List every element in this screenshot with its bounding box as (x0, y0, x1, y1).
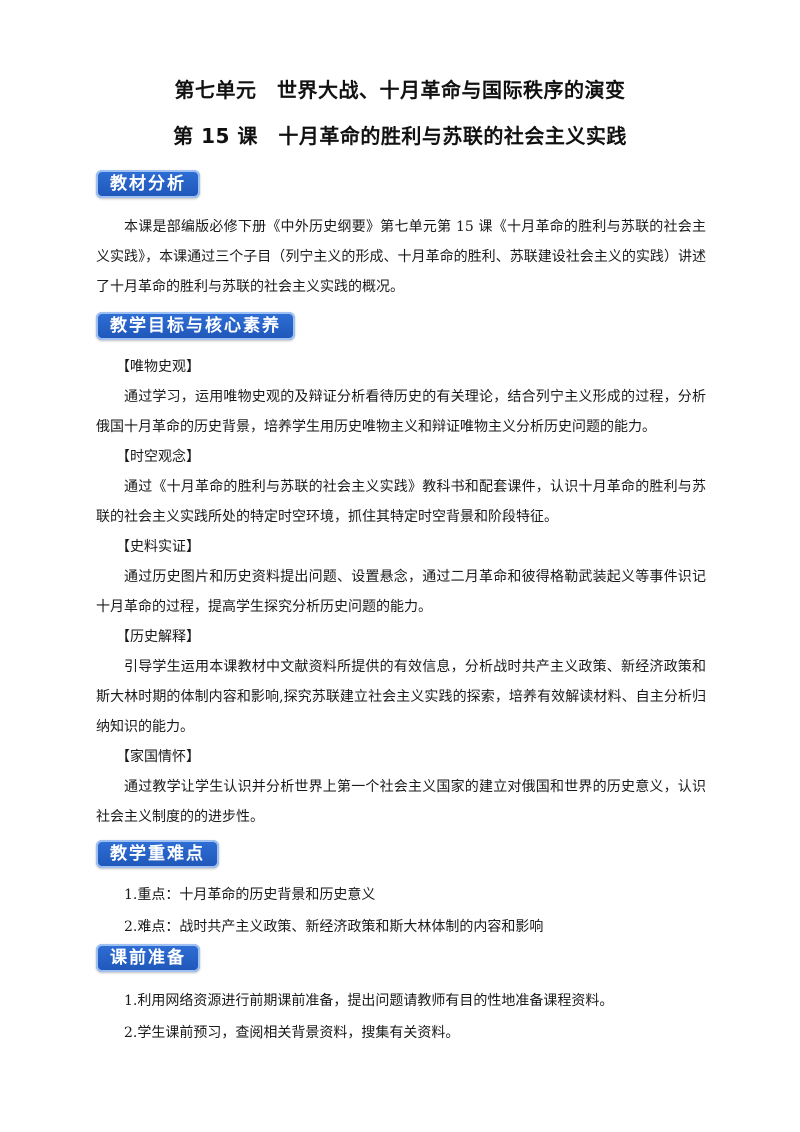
goal-label-spacetime: 【时空观念】 (116, 449, 200, 465)
lesson-title: 第 15 课 十月革命的胜利与苏联的社会主义实践 (173, 124, 627, 148)
unit-title: 第七单元 世界大战、十月革命与国际秩序的演变 (174, 78, 626, 102)
goal-text-spacetime: 通过《十月革命的胜利与苏联的社会主义实践》教科书和配套课件，认识十月革命的胜利与… (96, 479, 706, 525)
section-badge-goals: 教学目标与核心素养 (96, 312, 295, 340)
section-badge-preparation: 课前准备 (96, 944, 200, 972)
goal-label-patriotism: 【家国情怀】 (116, 749, 200, 765)
section-badge-analysis: 教材分析 (96, 170, 200, 198)
goal-label-evidence: 【史料实证】 (116, 539, 200, 555)
key-point-item: 2.难点：战时共产主义政策、新经济政策和斯大林体制的内容和影响 (124, 919, 544, 935)
preparation-item: 1.利用网络资源进行前期课前准备，提出问题请教师有目的性地准备课程资料。 (124, 993, 614, 1009)
goal-text-patriotism: 通过教学让学生认识并分析世界上第一个社会主义国家的建立对俄国和世界的历史意义，认… (96, 779, 706, 825)
goal-label-interpretation: 【历史解释】 (116, 629, 200, 645)
section-badge-key-points: 教学重难点 (96, 840, 219, 868)
key-point-item: 1.重点：十月革命的历史背景和历史意义 (124, 887, 376, 903)
goal-text-interpretation: 引导学生运用本课教材中文献资料所提供的有效信息，分析战时共产主义政策、新经济政策… (96, 659, 706, 735)
analysis-paragraph: 本课是部编版必修下册《中外历史纲要》第七单元第 15 课《十月革命的胜利与苏联的… (96, 219, 706, 295)
goal-text-evidence: 通过历史图片和历史资料提出问题、设置悬念，通过二月革命和彼得格勒武装起义等事件识… (96, 569, 706, 615)
goal-label-materialism: 【唯物史观】 (116, 359, 200, 375)
preparation-item: 2.学生课前预习，查阅相关背景资料，搜集有关资料。 (124, 1025, 460, 1041)
goal-text-materialism: 通过学习，运用唯物史观的及辩证分析看待历史的有关理论，结合列宁主义形成的过程，分… (96, 389, 706, 435)
